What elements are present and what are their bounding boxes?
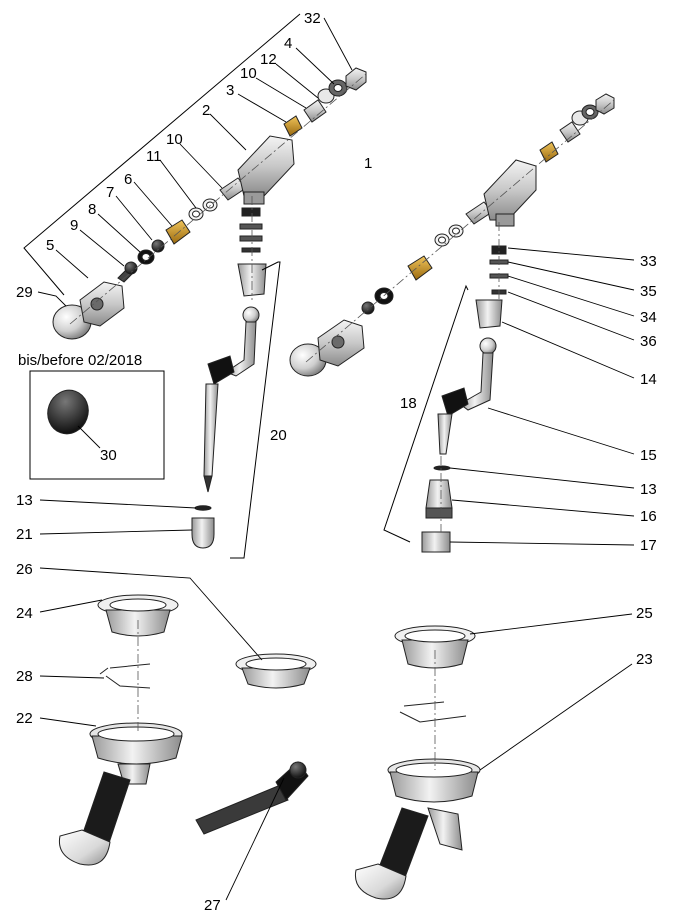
brass-nut-part: [283, 115, 303, 137]
callout-28: 28: [16, 668, 33, 685]
tamper-handle-part: [195, 785, 289, 835]
callout-34: 34: [640, 309, 657, 326]
steam-wand-part: [224, 321, 257, 377]
callout-9: 9: [70, 217, 78, 234]
callout-21: 21: [16, 526, 33, 543]
callout-36: 36: [640, 333, 657, 350]
callout-5: 5: [46, 237, 54, 254]
seal-part: [151, 239, 165, 253]
retaining-spring-part: [399, 701, 467, 723]
black-knob-part: [47, 389, 89, 435]
callout-22: 22: [16, 710, 33, 727]
wand-ball-part: [479, 337, 497, 355]
bracket-1: [23, 13, 301, 296]
inset-old-knob: [29, 370, 165, 480]
callout-2: 2: [202, 102, 210, 119]
callout-23: 23: [636, 651, 653, 668]
frother-sleeve-part: [421, 531, 451, 553]
callout-32: 32: [304, 10, 321, 27]
callout-35: 35: [640, 283, 657, 300]
callout-16: 16: [640, 508, 657, 525]
inset-frame: [29, 370, 165, 480]
callout-1: 1: [364, 155, 372, 172]
frother-part: [425, 479, 453, 509]
bracket-18: [383, 284, 469, 543]
callout-27: 27: [204, 897, 221, 914]
callout-29: 29: [16, 284, 33, 301]
spacer-part: [241, 207, 261, 217]
callout-4: 4: [284, 35, 292, 52]
retaining-spring-part: [99, 663, 151, 689]
group-brackets: [23, 13, 469, 559]
leader-lines: [37, 17, 635, 901]
callout-25: 25: [636, 605, 653, 622]
small-o-ring-part: [194, 505, 212, 511]
callout-13-right: 13: [640, 481, 657, 498]
callout-18: 18: [400, 395, 417, 412]
valve-housing-part: [483, 159, 537, 221]
nozzle-cap-part: [237, 263, 267, 297]
brass-insert-part: [165, 219, 191, 245]
callout-labels: bis/before 02/2018 1 2 3 4 5 6 7 8 9 10 …: [16, 10, 657, 914]
callout-14: 14: [640, 371, 657, 388]
callout-13-left: 13: [16, 492, 33, 509]
callout-8: 8: [88, 201, 96, 218]
brass-nut-part: [539, 141, 559, 163]
callout-30: 30: [100, 447, 117, 464]
callout-12: 12: [260, 51, 277, 68]
small-o-ring-part: [433, 465, 451, 471]
callout-7: 7: [106, 184, 114, 201]
right-valve-assembly: [289, 93, 615, 553]
valve-housing-part: [237, 135, 295, 197]
callout-24: 24: [16, 605, 33, 622]
center-lines: [69, 73, 615, 770]
callout-26: 26: [16, 561, 33, 578]
callout-3: 3: [226, 82, 234, 99]
callout-6: 6: [124, 171, 132, 188]
wand-tip-part: [191, 517, 215, 549]
steam-wand-part: [459, 352, 494, 411]
hex-nut-part: [345, 67, 367, 91]
callout-10-b: 10: [166, 131, 183, 148]
nozzle-cap-part: [475, 299, 503, 329]
bracket-20: [230, 261, 281, 559]
callout-33: 33: [640, 253, 657, 270]
left-valve-assembly: [52, 67, 367, 549]
callout-11: 11: [146, 148, 162, 165]
callout-15: 15: [640, 447, 657, 464]
callout-17: 17: [640, 537, 657, 554]
wand-ball-part: [242, 306, 260, 324]
callout-10-a: 10: [240, 65, 257, 82]
brass-insert-part: [407, 255, 433, 281]
hex-nut-part: [595, 93, 615, 115]
inset-caption: bis/before 02/2018: [18, 352, 142, 369]
portafilters: [58, 594, 481, 900]
callout-20: 20: [270, 427, 287, 444]
